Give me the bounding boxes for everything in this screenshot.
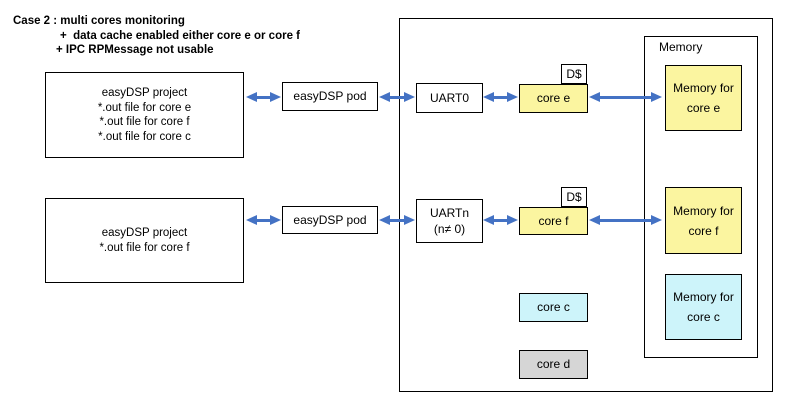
easydsp-pod-2-box: easyDSP pod <box>282 206 378 234</box>
uartn-condition: (n≠ 0) <box>433 222 466 236</box>
easydsp-pod-1-box: easyDSP pod <box>282 82 378 111</box>
easydsp-project-2-box: easyDSP project *.out file for core f <box>45 198 244 283</box>
arrow-pod2-uartn <box>379 215 415 225</box>
dcache-core-f-label: D$ <box>566 189 582 204</box>
memory-for-core-e-line-1: Memory for <box>673 81 734 95</box>
core-f-label: core f <box>538 213 569 228</box>
memory-for-core-c-box: Memory for core c <box>665 274 742 340</box>
arrow-shaft <box>387 218 407 222</box>
uartn-label: UARTn <box>429 206 470 220</box>
memory-for-core-c-line-1: Memory for <box>673 290 734 304</box>
arrow-uart0-core-e <box>483 92 518 102</box>
memory-for-core-e-box: Memory for core e <box>665 65 742 131</box>
core-f-box: core f <box>519 207 588 235</box>
core-d-box: core d <box>519 350 588 379</box>
project-2-title: easyDSP project <box>101 227 188 239</box>
project-1-out-file-core-e: *.out file for core e <box>97 101 192 114</box>
arrow-shaft <box>387 95 407 99</box>
title-line-1: Case 2 : multi cores monitoring <box>13 15 185 27</box>
project-1-out-file-core-c: *.out file for core c <box>98 130 191 143</box>
uartn-box: UARTn (n≠ 0) <box>416 199 483 243</box>
pod-2-label: easyDSP pod <box>293 212 367 227</box>
chip-box: UART0 UARTn (n≠ 0) D$ core e D$ core f c… <box>399 18 773 392</box>
arrow-project2-pod2 <box>246 215 281 225</box>
core-c-label: core c <box>537 300 570 314</box>
arrow-pod1-uart0 <box>379 92 415 102</box>
title-line-3: + IPC RPMessage not usable <box>56 44 214 56</box>
arrow-shaft <box>597 218 654 222</box>
arrow-shaft <box>254 218 273 222</box>
arrow-core-f-memory-f <box>589 215 662 225</box>
project-2-out-file-core-f: *.out file for core f <box>99 241 190 254</box>
dcache-core-e-box: D$ <box>561 64 587 84</box>
arrow-shaft <box>491 218 510 222</box>
uart0-label: UART0 <box>429 91 470 105</box>
title-line-2: + data cache enabled either core e or co… <box>60 30 301 42</box>
easydsp-project-1-box: easyDSP project *.out file for core e *.… <box>45 72 244 158</box>
uart0-box: UART0 <box>416 83 483 113</box>
pod-1-label: easyDSP pod <box>293 89 367 103</box>
arrow-project1-pod1 <box>246 92 281 102</box>
memory-for-core-e-line-2: core e <box>686 101 721 115</box>
arrow-shaft <box>254 95 273 99</box>
memory-for-core-f-box: Memory for core f <box>665 187 742 254</box>
core-c-box: core c <box>519 293 588 322</box>
project-1-out-file-core-f: *.out file for core f <box>99 116 190 128</box>
arrow-uartn-core-f <box>483 215 518 225</box>
memory-for-core-c-line-2: core c <box>687 310 720 324</box>
dcache-core-e-label: D$ <box>566 66 582 81</box>
core-d-label: core d <box>536 357 571 371</box>
arrow-shaft <box>597 95 654 99</box>
memory-for-core-f-line-2: core f <box>688 223 719 238</box>
arrow-shaft <box>491 95 510 99</box>
dcache-core-f-box: D$ <box>561 187 587 207</box>
memory-title: Memory <box>659 40 703 54</box>
core-e-box: core e <box>519 84 588 113</box>
arrow-core-e-memory-e <box>589 92 662 102</box>
project-1-title: easyDSP project <box>101 87 188 99</box>
core-e-label: core e <box>536 91 571 105</box>
memory-box: Memory Memory for core e Memory for core… <box>644 36 758 358</box>
memory-for-core-f-line-1: Memory for <box>673 203 734 218</box>
